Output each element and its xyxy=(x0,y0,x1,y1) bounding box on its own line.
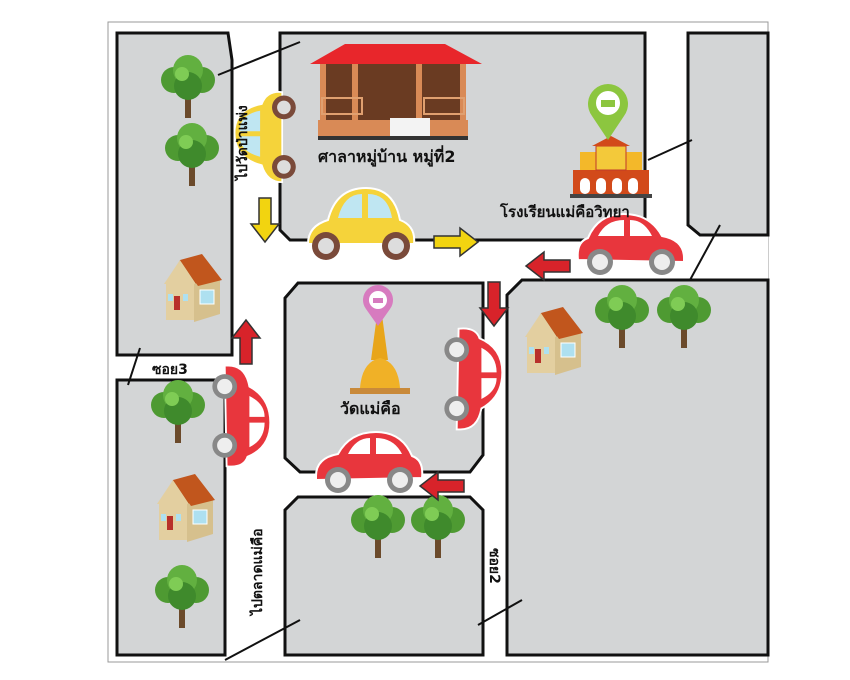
soi2-label: ซอย2 xyxy=(486,548,502,584)
village-hall-icon xyxy=(310,44,482,140)
school-label: โรงเรียนแม่คือวิทยา xyxy=(499,202,630,221)
temple-location-pin-icon xyxy=(363,285,393,326)
village-hall-label: ศาลาหมู่บ้าน หมู่ที่2 xyxy=(318,145,455,168)
school-location-pin-icon xyxy=(588,84,628,140)
to-wat-pa-phaeng-label: ไปวัดป่าแพ่ง xyxy=(233,105,251,182)
to-market-label: ไปตลาดแม่คือ xyxy=(248,528,266,617)
school-icon xyxy=(570,136,652,198)
temple-stupa-icon xyxy=(350,315,410,394)
road-end-marks xyxy=(127,41,721,661)
temple-label: วัดแม่คือ xyxy=(340,399,401,418)
soi3-label: ซอย3 xyxy=(152,362,188,378)
